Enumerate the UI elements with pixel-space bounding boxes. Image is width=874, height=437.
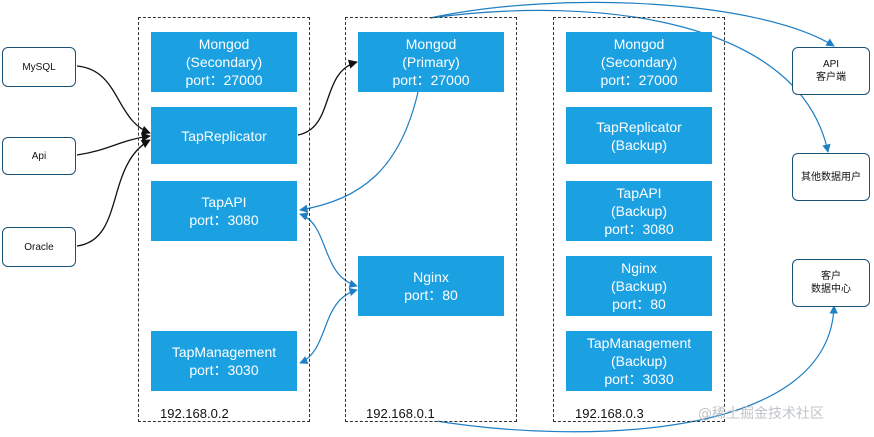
node-s1-nginx[interactable]: Nginx port：80 <box>358 256 504 316</box>
link-oracle-replicator <box>76 139 151 247</box>
source-api[interactable]: Api <box>2 137 76 175</box>
node-s3-tapapi-line3: port：3080 <box>604 221 674 237</box>
node-s2-tapreplicator-line1: TapReplicator <box>181 127 267 144</box>
node-s3-tapreplicator-line2: (Backup) <box>610 136 668 153</box>
node-s3-nginx[interactable]: Nginx (Backup) port：80 <box>566 256 712 316</box>
node-s2-mongod-line1: Mongod <box>198 36 250 52</box>
node-s1-mongod-line1: Mongod <box>405 36 457 52</box>
node-s3-tapmanagement-line2: (Backup) <box>610 353 668 369</box>
node-s3-tapreplicator[interactable]: TapReplicator (Backup) <box>566 107 712 164</box>
consumer-customer-dc-line1: 客户 <box>821 271 841 282</box>
node-s3-tapmanagement[interactable]: TapManagement (Backup) port：3030 <box>566 331 712 391</box>
node-s1-nginx-line2: port：80 <box>404 287 458 303</box>
node-s2-tapreplicator[interactable]: TapReplicator <box>151 107 297 164</box>
node-s2-mongod-line3: port：27000 <box>185 72 263 88</box>
node-s3-tapmanagement-line3: port：3030 <box>604 371 674 387</box>
node-s1-mongod-line2: (Primary) <box>402 54 460 70</box>
link-nginx-management <box>299 287 358 364</box>
consumer-customer-dc[interactable]: 客户 数据中心 <box>792 259 870 307</box>
consumer-other-users-line1: 其他数据用户 <box>801 171 861 183</box>
node-s2-tapmanagement[interactable]: TapManagement port：3030 <box>151 331 297 391</box>
node-s3-nginx-line1: Nginx <box>621 260 657 276</box>
link-mysql-replicator <box>76 65 151 135</box>
consumer-api-client-line2: 客户端 <box>816 72 846 83</box>
node-s2-mongod-line2: (Secondary) <box>185 54 263 70</box>
link-tapapi-nginx <box>299 212 358 288</box>
node-s3-nginx-line3: port：80 <box>612 296 666 312</box>
consumer-other-users[interactable]: 其他数据用户 <box>792 153 870 201</box>
link-cluster-otherusers <box>429 9 831 153</box>
node-s3-tapapi-line2: (Backup) <box>610 203 668 219</box>
server-ip-label-2: 192.168.0.2 <box>157 406 232 421</box>
source-mysql[interactable]: MySQL <box>2 47 76 87</box>
node-s3-tapreplicator-line1: TapReplicator <box>596 118 682 135</box>
consumer-api-client-line1: API <box>822 59 840 70</box>
node-s1-mongod-line3: port：27000 <box>392 72 470 88</box>
node-s2-tapapi[interactable]: TapAPI port：3080 <box>151 181 297 241</box>
link-api-replicator <box>76 132 151 156</box>
consumer-customer-dc-line2: 数据中心 <box>811 284 851 295</box>
node-s3-mongod-line3: port：27000 <box>600 72 678 88</box>
server-group-192-168-0-1 <box>345 17 517 422</box>
server-group-192-168-0-3 <box>553 17 725 422</box>
link-cluster-apiclient <box>429 1 835 47</box>
node-s1-nginx-line1: Nginx <box>413 269 449 285</box>
node-s3-mongod[interactable]: Mongod (Secondary) port：27000 <box>566 32 712 92</box>
node-s1-mongod[interactable]: Mongod (Primary) port：27000 <box>358 32 504 92</box>
node-s2-tapapi-line2: port：3080 <box>189 212 259 228</box>
node-s3-mongod-line2: (Secondary) <box>600 54 678 70</box>
node-s2-tapmanagement-line2: port：3030 <box>189 362 259 378</box>
source-oracle[interactable]: Oracle <box>2 227 76 267</box>
server-group-192-168-0-2 <box>138 17 310 422</box>
source-api-label: Api <box>31 150 47 162</box>
source-mysql-label: MySQL <box>22 61 56 73</box>
node-s3-mongod-line1: Mongod <box>613 36 665 52</box>
node-s3-nginx-line2: (Backup) <box>610 278 668 294</box>
server-ip-label-3: 192.168.0.3 <box>572 406 647 421</box>
server-ip-label-1: 192.168.0.1 <box>363 406 438 421</box>
node-s3-tapmanagement-line1: TapManagement <box>586 335 692 351</box>
consumer-api-client[interactable]: API 客户端 <box>792 47 870 95</box>
node-s2-tapapi-line1: TapAPI <box>201 194 247 210</box>
link-cluster-customerdc <box>429 305 838 433</box>
link-replicator-primary <box>297 59 358 136</box>
link-primary-tapapi <box>299 91 419 213</box>
source-oracle-label: Oracle <box>24 241 54 253</box>
node-s3-tapapi[interactable]: TapAPI (Backup) port：3080 <box>566 181 712 241</box>
node-s3-tapapi-line1: TapAPI <box>616 185 662 201</box>
watermark-text: @稀土掘金技术社区 <box>698 406 824 422</box>
node-s2-tapmanagement-line1: TapManagement <box>171 344 277 360</box>
node-s2-mongod[interactable]: Mongod (Secondary) port：27000 <box>151 32 297 92</box>
